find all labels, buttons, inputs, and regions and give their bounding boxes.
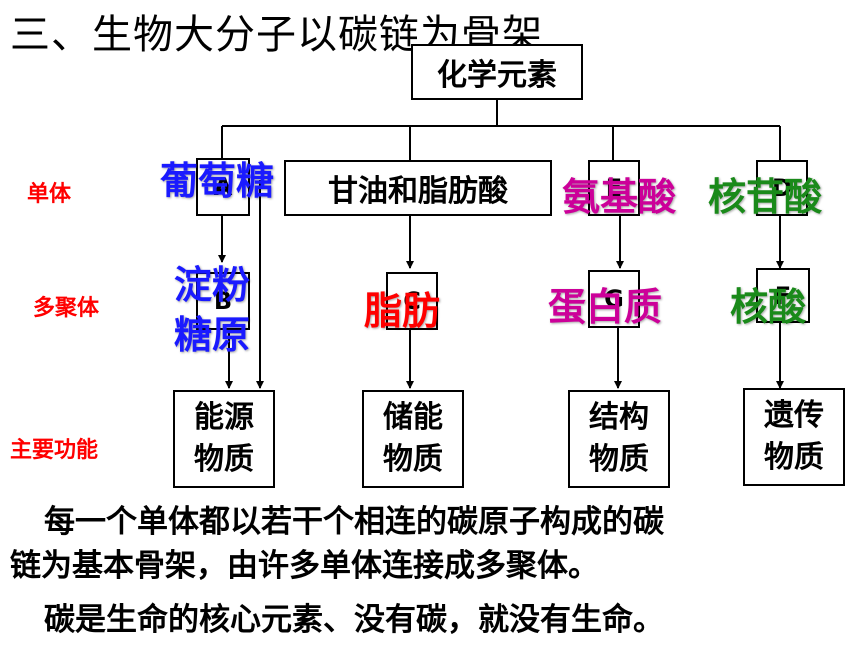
monomer-box-glycerol: 甘油和脂肪酸 bbox=[284, 160, 552, 216]
paragraph-2: 碳是生命的核心元素、没有碳，就没有生命。 bbox=[44, 602, 664, 638]
paragraph-1-line-2: 链为基本骨架，由许多单体连接成多聚体。 bbox=[10, 548, 599, 584]
glycerol-fatty-acid-label: 甘油和脂肪酸 bbox=[328, 174, 508, 209]
polymer-box-c: C bbox=[386, 272, 438, 330]
root-box: 化学元素 bbox=[411, 44, 583, 100]
polymer-box-f: F bbox=[756, 268, 810, 323]
fat-label: 脂肪 bbox=[364, 289, 441, 333]
row-label-function: 主要功能 bbox=[10, 438, 99, 463]
protein-label: 蛋白质 bbox=[548, 285, 663, 329]
row-label-monomer: 单体 bbox=[27, 182, 72, 207]
monomer-box-a: A bbox=[196, 158, 250, 216]
row-label-polymer: 多聚体 bbox=[33, 296, 100, 321]
monomer-box-e: E bbox=[588, 160, 640, 216]
amino-acid-label: 氨基酸 bbox=[562, 175, 677, 219]
paragraph-1-line-1: 每一个单体都以若干个相连的碳原子构成的碳 bbox=[44, 504, 664, 540]
function-box-energy: 能源 物质 bbox=[173, 390, 275, 488]
starch-label: 淀粉 bbox=[174, 263, 251, 307]
root-label: 化学元素 bbox=[437, 58, 557, 93]
function-box-genetic: 遗传 物质 bbox=[743, 388, 845, 486]
glycogen-label: 糖原 bbox=[174, 313, 251, 357]
function-box-structure: 结构 物质 bbox=[568, 390, 670, 488]
glucose-label: 葡萄糖 bbox=[160, 159, 275, 203]
polymer-box-b: B bbox=[196, 272, 250, 330]
nucleotide-label: 核苷酸 bbox=[708, 175, 823, 219]
function-box-storage: 储能 物质 bbox=[362, 390, 464, 488]
polymer-box-g: G bbox=[588, 270, 640, 328]
nucleic-acid-label: 核酸 bbox=[730, 285, 807, 329]
monomer-box-d: D bbox=[756, 160, 808, 216]
